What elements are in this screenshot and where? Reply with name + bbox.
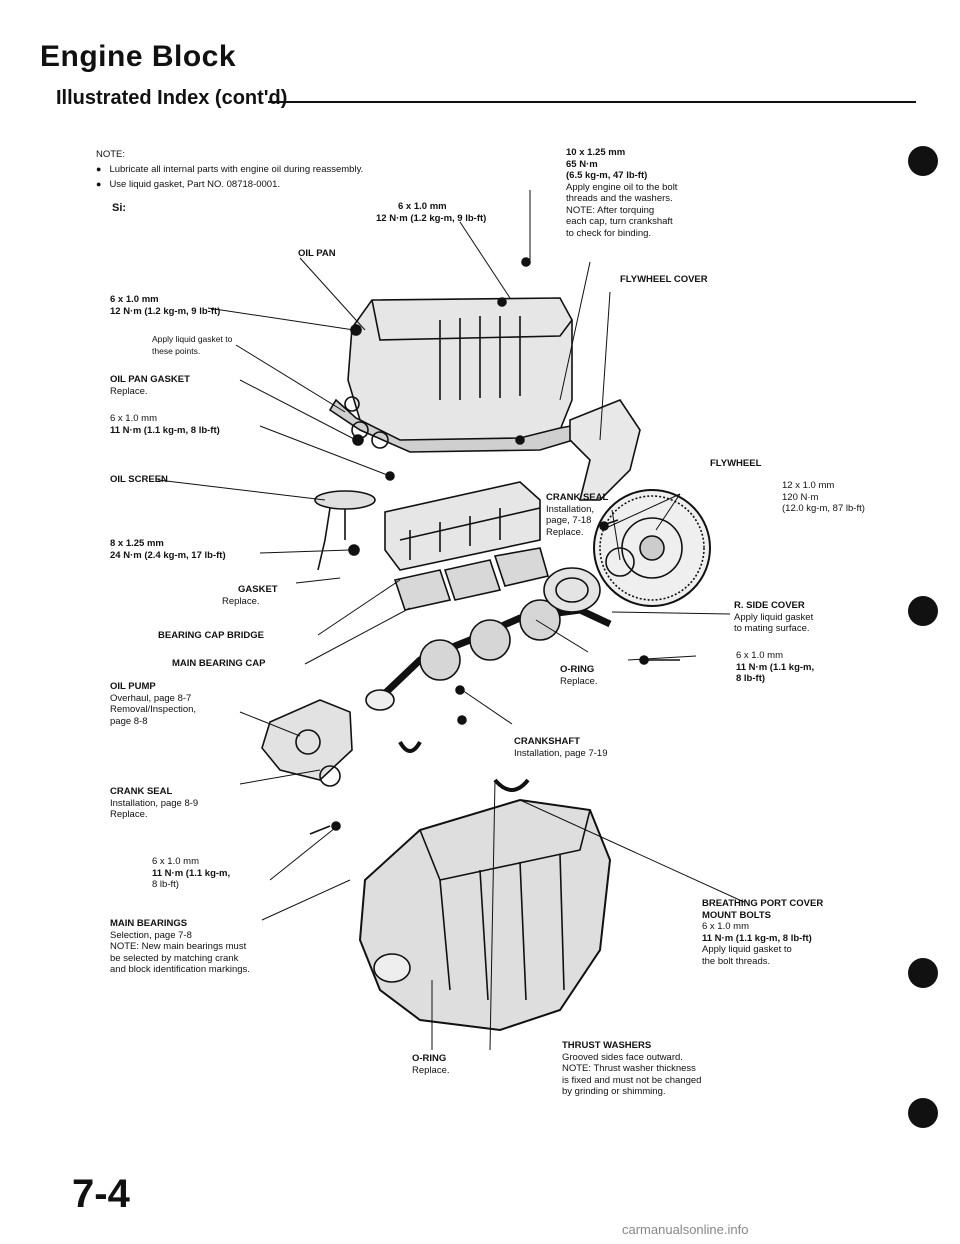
margin-tab-dot	[908, 596, 938, 626]
bolt-left-6x1-12-label: 6 x 1.0 mm 12 N·m (1.2 kg-m, 9 lb-ft)	[110, 294, 221, 317]
bolt-top-6x1-label: 6 x 1.0 mm 12 N·m (1.2 kg-m, 9 lb-ft)	[376, 201, 487, 224]
bolt-10x125-label: 10 x 1.25 mm 65 N·m (6.5 kg-m, 47 lb-ft)…	[566, 147, 678, 239]
bolt-left-6x1-11-label: 6 x 1.0 mm 11 N·m (1.1 kg-m, 8 lb-ft)	[110, 413, 220, 436]
thrust-washers-label: THRUST WASHERS Grooved sides face outwar…	[562, 1040, 702, 1097]
main-bearings-label: MAIN BEARINGS Selection, page 7-8 NOTE: …	[110, 918, 250, 975]
bolt-right-6x1-label: 6 x 1.0 mm 11 N·m (1.1 kg-m, 8 lb-ft)	[736, 650, 815, 684]
bolt-8x125-label: 8 x 1.25 mm 24 N·m (2.4 kg-m, 17 lb-ft)	[110, 538, 226, 561]
bearing-cap-bridge-label: BEARING CAP BRIDGE	[158, 630, 264, 641]
oil-screen-label: OIL SCREEN	[110, 474, 168, 485]
breathing-port-label: BREATHING PORT COVER MOUNT BOLTS 6 x 1.0…	[702, 898, 824, 967]
bolt-low-6x1-label: 6 x 1.0 mm 11 N·m (1.1 kg-m, 8 lb-ft)	[152, 856, 231, 890]
note-item: Lubricate all internal parts with engine…	[96, 164, 363, 176]
oil-pump-label: OIL PUMP Overhaul, page 8-7 Removal/Insp…	[110, 681, 197, 727]
r-side-cover-label: R. SIDE COVER Apply liquid gasket to mat…	[734, 600, 814, 634]
page-title: Engine Block	[40, 40, 237, 73]
gasket-label: GASKET Replace.	[222, 584, 278, 607]
bolt-12x1-label: 12 x 1.0 mm 120 N·m (12.0 kg-m, 87 lb-ft…	[782, 480, 865, 514]
margin-tab-dot	[908, 958, 938, 988]
margin-tab-dot	[908, 146, 938, 176]
crank-seal-right-label: CRANK SEAL Installation, page, 7-18 Repl…	[546, 492, 609, 538]
note-item: Use liquid gasket, Part NO. 08718-0001.	[96, 179, 280, 191]
crank-seal-left-label: CRANK SEAL Installation, page 8-9 Replac…	[110, 786, 199, 820]
oil-pan-gasket-label: OIL PAN GASKET Replace.	[110, 374, 190, 397]
oil-pan-label: OIL PAN	[298, 248, 336, 259]
si-label: Si:	[112, 202, 127, 214]
flywheel-label: FLYWHEEL	[710, 458, 762, 469]
note-heading: NOTE:	[96, 149, 126, 160]
main-bearing-cap-label: MAIN BEARING CAP	[172, 658, 266, 669]
flywheel-cover-label: FLYWHEEL COVER	[620, 274, 708, 285]
apply-gasket-label: Apply liquid gasket to these points.	[152, 334, 233, 356]
page-number: 7-4	[72, 1172, 130, 1216]
o-ring-bottom-label: O-RING Replace.	[412, 1053, 450, 1076]
crankshaft-label: CRANKSHAFT Installation, page 7-19	[514, 736, 608, 759]
watermark: carmanualsonline.info	[622, 1222, 749, 1237]
header-rule	[268, 101, 916, 103]
margin-tab-dot	[908, 1098, 938, 1128]
page-subtitle: Illustrated Index (cont'd)	[56, 87, 288, 109]
o-ring-mid-label: O-RING Replace.	[560, 664, 598, 687]
